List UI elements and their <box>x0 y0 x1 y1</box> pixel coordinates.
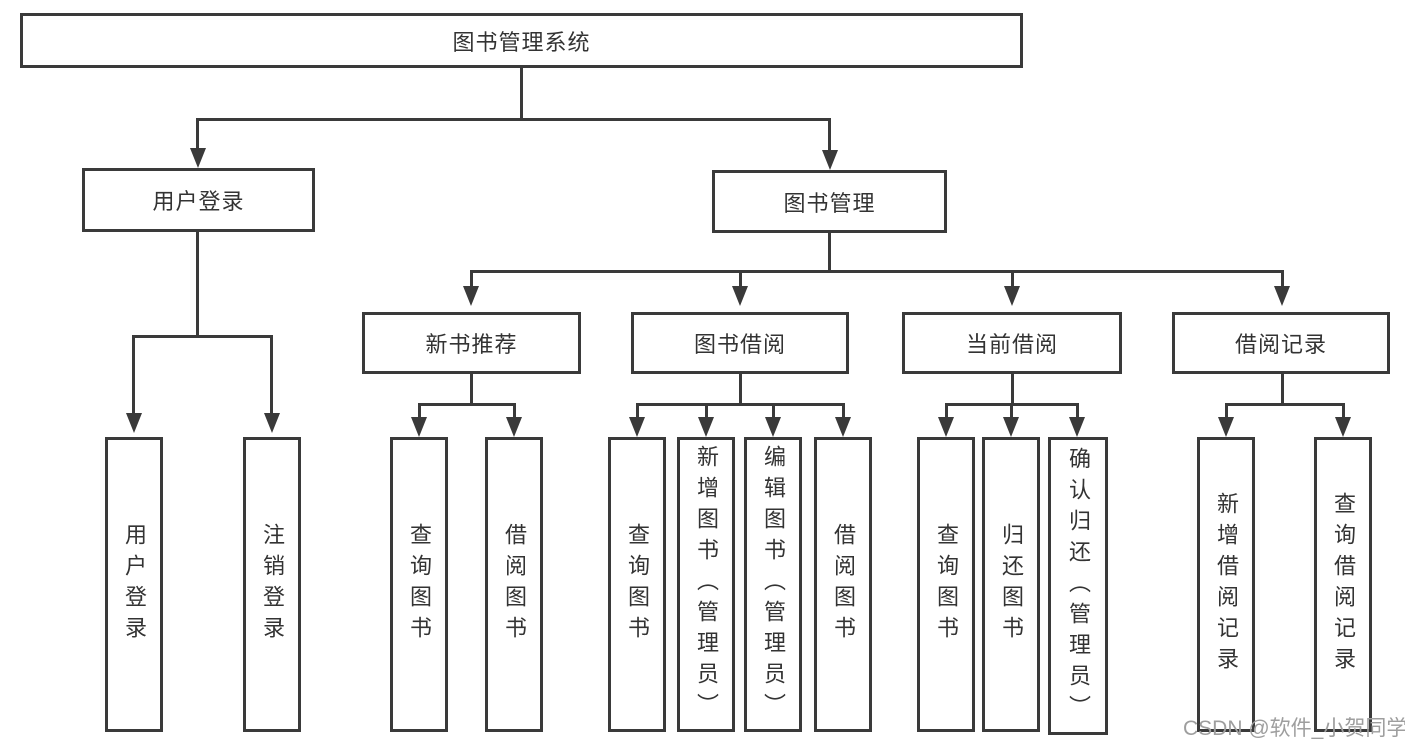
connector-line <box>470 374 473 403</box>
connector-line <box>828 118 831 152</box>
node-label: 查询图书 <box>934 522 959 647</box>
node-query-borrow-record: 查询借阅记录 <box>1314 437 1372 732</box>
node-label: 新增借阅记录 <box>1214 491 1239 678</box>
node-new-book-recommend: 新书推荐 <box>362 312 581 374</box>
connector-line <box>828 233 831 272</box>
arrow-down-icon <box>1335 417 1351 437</box>
node-query-books-recommend: 查询图书 <box>390 437 448 732</box>
connector-line <box>1076 403 1079 419</box>
node-label: 用户登录 <box>122 522 147 647</box>
node-borrow-books-borrowing: 借阅图书 <box>814 437 872 732</box>
arrow-down-icon <box>698 417 714 437</box>
arrow-down-icon <box>264 413 280 433</box>
connector-line <box>470 270 473 286</box>
connector-line <box>513 403 516 419</box>
node-user-login: 用户登录 <box>105 437 163 732</box>
node-label: 确认归还（管理员） <box>1066 446 1091 726</box>
node-return-books: 归还图书 <box>982 437 1040 732</box>
node-add-books-admin: 新增图书（管理员） <box>677 437 735 732</box>
arrow-down-icon <box>411 417 427 437</box>
node-borrow-books-recommend: 借阅图书 <box>485 437 543 732</box>
node-current-borrowing: 当前借阅 <box>902 312 1122 374</box>
arrow-down-icon <box>835 417 851 437</box>
connector-line <box>418 403 516 406</box>
node-label: 当前借阅 <box>965 332 1058 357</box>
connector-line <box>1011 270 1014 286</box>
arrow-down-icon <box>1069 417 1085 437</box>
connector-line <box>1010 403 1013 419</box>
connector-line <box>945 403 948 419</box>
arrow-down-icon <box>732 286 748 306</box>
connector-line <box>132 335 273 338</box>
node-label: 查询图书 <box>407 522 432 647</box>
node-label: 图书借阅 <box>693 332 786 357</box>
connector-line <box>196 118 199 150</box>
arrow-down-icon <box>190 148 206 168</box>
connector-line <box>1281 270 1284 286</box>
connector-line <box>842 403 845 419</box>
node-label: 图书管理 <box>783 190 876 216</box>
arrow-down-icon <box>765 417 781 437</box>
arrow-down-icon <box>506 417 522 437</box>
node-logout: 注销登录 <box>243 437 301 732</box>
node-edit-books-admin: 编辑图书（管理员） <box>744 437 802 732</box>
connector-line <box>520 68 523 118</box>
arrow-down-icon <box>1218 417 1234 437</box>
connector-line <box>636 403 639 419</box>
connector-line <box>1342 403 1345 419</box>
node-borrowing-records: 借阅记录 <box>1172 312 1390 374</box>
connector-line <box>418 403 421 419</box>
node-label: 新增图书（管理员） <box>694 445 719 724</box>
node-label: 归还图书 <box>999 522 1024 647</box>
connector-line <box>705 403 708 419</box>
arrow-down-icon <box>1004 286 1020 306</box>
connector-line <box>1011 374 1014 403</box>
node-user-login-branch: 用户登录 <box>82 168 315 232</box>
arrow-down-icon <box>1003 417 1019 437</box>
arrow-down-icon <box>126 413 142 433</box>
node-add-borrow-record: 新增借阅记录 <box>1197 437 1255 732</box>
arrow-down-icon <box>938 417 954 437</box>
connector-line <box>1225 403 1228 419</box>
node-book-management: 图书管理 <box>712 170 947 233</box>
arrow-down-icon <box>1274 286 1290 306</box>
csdn-watermark: CSDN @软件_小贺同学 <box>1183 717 1405 740</box>
arrow-down-icon <box>629 417 645 437</box>
node-query-books-current: 查询图书 <box>917 437 975 732</box>
connector-line <box>270 335 273 415</box>
node-confirm-return-admin: 确认归还（管理员） <box>1048 437 1108 735</box>
node-book-management-system: 图书管理系统 <box>20 13 1023 68</box>
node-label: 注销登录 <box>260 522 285 647</box>
node-label: 借阅图书 <box>502 522 527 647</box>
connector-line <box>772 403 775 419</box>
connector-line <box>196 118 831 121</box>
connector-line <box>1281 374 1284 403</box>
node-label: 编辑图书（管理员） <box>761 445 786 724</box>
node-label: 借阅图书 <box>831 522 856 647</box>
connector-line <box>739 270 742 286</box>
connector-line <box>739 374 742 403</box>
node-label: 用户登录 <box>152 189 245 214</box>
node-label: 查询借阅记录 <box>1331 491 1356 678</box>
connector-line <box>1225 403 1345 406</box>
connector-line <box>470 270 1284 273</box>
connector-line <box>636 403 845 406</box>
node-query-books-borrowing: 查询图书 <box>608 437 666 732</box>
arrow-down-icon <box>822 150 838 170</box>
node-label: 查询图书 <box>625 522 650 647</box>
node-label: 借阅记录 <box>1234 332 1327 357</box>
arrow-down-icon <box>463 286 479 306</box>
connector-line <box>132 335 135 415</box>
node-book-borrowing: 图书借阅 <box>631 312 849 374</box>
connector-line <box>196 232 199 335</box>
node-label: 图书管理系统 <box>452 29 591 55</box>
node-label: 新书推荐 <box>425 332 518 357</box>
